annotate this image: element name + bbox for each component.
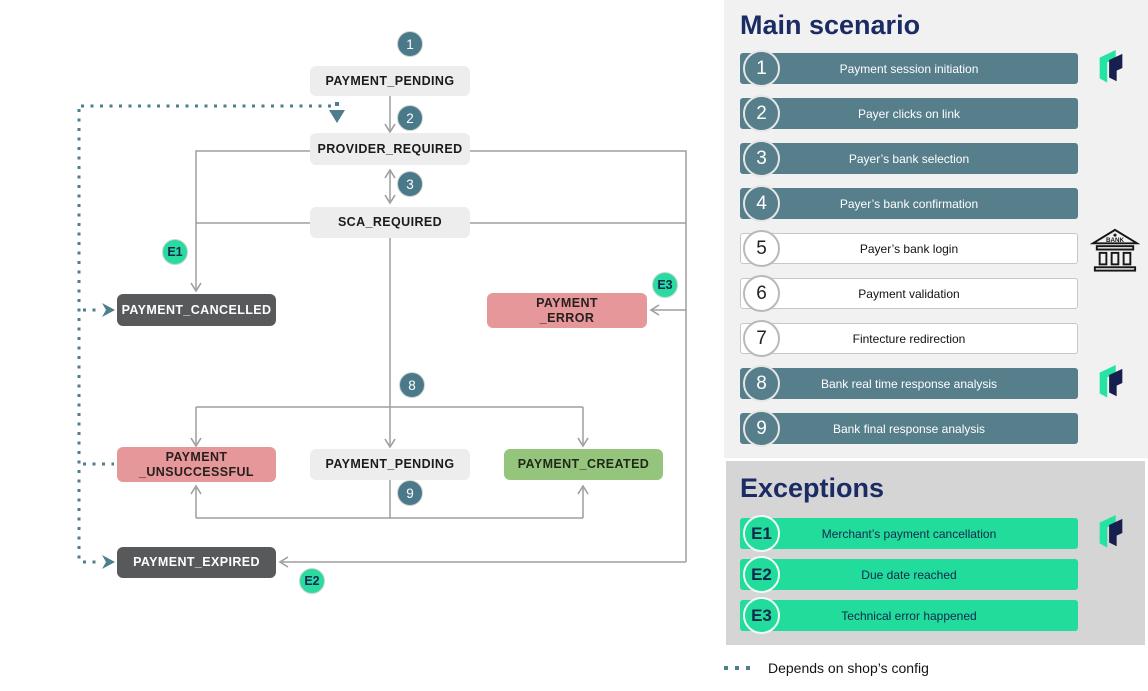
step-2-number: 2 bbox=[743, 95, 780, 132]
step-2-label: Payer clicks on link bbox=[740, 98, 1078, 129]
state-payment-expired: PAYMENT_EXPIRED bbox=[117, 547, 276, 578]
diagram-step-3-marker: 3 bbox=[397, 171, 423, 197]
svg-text:BANK: BANK bbox=[1106, 237, 1124, 244]
exception-e3: Technical error happened E3 bbox=[738, 597, 1098, 634]
scenario-panel: Main scenario Payment session initiation… bbox=[724, 0, 1148, 691]
scenario-step-8: Bank real time response analysis 8 bbox=[738, 365, 1123, 402]
dotted-line-legend: Depends on shop’s config bbox=[724, 660, 929, 676]
step-6-number: 6 bbox=[743, 275, 780, 312]
bank-icon: BANK bbox=[1089, 227, 1141, 278]
diagram-connector-lines bbox=[77, 96, 687, 569]
step-7-number: 7 bbox=[743, 320, 780, 357]
state-flow-diagram: PAYMENT_PENDING PROVIDER_REQUIRED SCA_RE… bbox=[77, 31, 687, 594]
scenario-step-3: Payer’s bank selection 3 bbox=[738, 140, 1098, 177]
step-7-label: Fintecture redirection bbox=[740, 323, 1078, 354]
step-3-label: Payer’s bank selection bbox=[740, 143, 1078, 174]
scenario-step-1: Payment session initiation 1 bbox=[738, 50, 1123, 87]
arrowheads bbox=[190, 123, 660, 568]
step-3-number: 3 bbox=[743, 140, 780, 177]
step-1-label: Payment session initiation bbox=[740, 53, 1078, 84]
diagram-exception-e1-marker: E1 bbox=[162, 239, 188, 265]
step-9-number: 9 bbox=[743, 410, 780, 447]
state-payment-cancelled: PAYMENT_CANCELLED bbox=[117, 294, 276, 326]
state-payment-error: PAYMENT _ERROR bbox=[487, 293, 647, 328]
exception-e2-label: Due date reached bbox=[740, 559, 1078, 590]
scenario-step-9: Bank final response analysis 9 bbox=[738, 410, 1098, 447]
fintecture-logo-icon bbox=[1094, 514, 1128, 557]
dotted-line-arrowheads bbox=[102, 102, 345, 569]
main-scenario-steps: Payment session initiation 1 Payer click… bbox=[724, 50, 1148, 447]
scenario-step-6: Payment validation 6 bbox=[738, 275, 1098, 312]
diagram-step-1-marker: 1 bbox=[397, 31, 423, 57]
step-4-label: Payer’s bank confirmation bbox=[740, 188, 1078, 219]
scenario-step-7: Fintecture redirection 7 bbox=[738, 320, 1098, 357]
diagram-exception-e3-marker: E3 bbox=[652, 272, 678, 298]
fintecture-logo-icon bbox=[1094, 49, 1128, 92]
exceptions-section: Exceptions Merchant’s payment cancellati… bbox=[726, 461, 1145, 645]
step-5-number: 5 bbox=[743, 230, 780, 267]
scenario-step-4: Payer’s bank confirmation 4 bbox=[738, 185, 1098, 222]
exception-e1: Merchant’s payment cancellation E1 bbox=[738, 515, 1123, 552]
exception-e3-label: Technical error happened bbox=[740, 600, 1078, 631]
state-payment-unsuccessful-line2: _UNSUCCESSFUL bbox=[139, 464, 254, 479]
step-5-label: Payer’s bank login bbox=[740, 233, 1078, 264]
dotted-config-lines bbox=[77, 104, 332, 564]
state-payment-pending-final: PAYMENT_PENDING bbox=[310, 449, 470, 480]
step-8-number: 8 bbox=[743, 365, 780, 402]
diagram-exception-e2-marker: E2 bbox=[299, 568, 325, 594]
scenario-step-2: Payer clicks on link 2 bbox=[738, 95, 1098, 132]
exceptions-title: Exceptions bbox=[740, 473, 885, 503]
state-provider-required: PROVIDER_REQUIRED bbox=[310, 133, 470, 165]
step-4-number: 4 bbox=[743, 185, 780, 222]
fintecture-logo-icon bbox=[1094, 364, 1128, 407]
state-payment-error-line1: PAYMENT bbox=[536, 295, 598, 310]
step-9-label: Bank final response analysis bbox=[740, 413, 1078, 444]
dotted-line-sample bbox=[724, 666, 750, 670]
scenario-step-5: Payer’s bank login 5 BANK bbox=[738, 228, 1141, 272]
exception-e1-label: Merchant’s payment cancellation bbox=[740, 518, 1078, 549]
state-payment-unsuccessful: PAYMENT _UNSUCCESSFUL bbox=[117, 447, 276, 482]
state-payment-pending: PAYMENT_PENDING bbox=[310, 66, 470, 96]
state-payment-error-line2: _ERROR bbox=[539, 310, 595, 325]
exception-e2-number: E2 bbox=[743, 556, 780, 593]
state-sca-required: SCA_REQUIRED bbox=[310, 207, 470, 238]
diagram-step-2-marker: 2 bbox=[397, 105, 423, 131]
state-payment-unsuccessful-line1: PAYMENT bbox=[165, 449, 228, 464]
diagram-step-9-marker: 9 bbox=[397, 480, 423, 506]
step-6-label: Payment validation bbox=[740, 278, 1078, 309]
exception-e3-number: E3 bbox=[743, 597, 780, 634]
state-payment-created: PAYMENT_CREATED bbox=[504, 449, 663, 480]
exception-e2: Due date reached E2 bbox=[738, 556, 1098, 593]
main-scenario-section: Main scenario Payment session initiation… bbox=[724, 0, 1148, 458]
step-1-number: 1 bbox=[743, 50, 780, 87]
exception-e1-number: E1 bbox=[743, 515, 780, 552]
main-scenario-title: Main scenario bbox=[740, 10, 921, 40]
legend-label: Depends on shop’s config bbox=[768, 660, 929, 676]
step-8-label: Bank real time response analysis bbox=[740, 368, 1078, 399]
diagram-step-8-marker: 8 bbox=[399, 372, 425, 398]
